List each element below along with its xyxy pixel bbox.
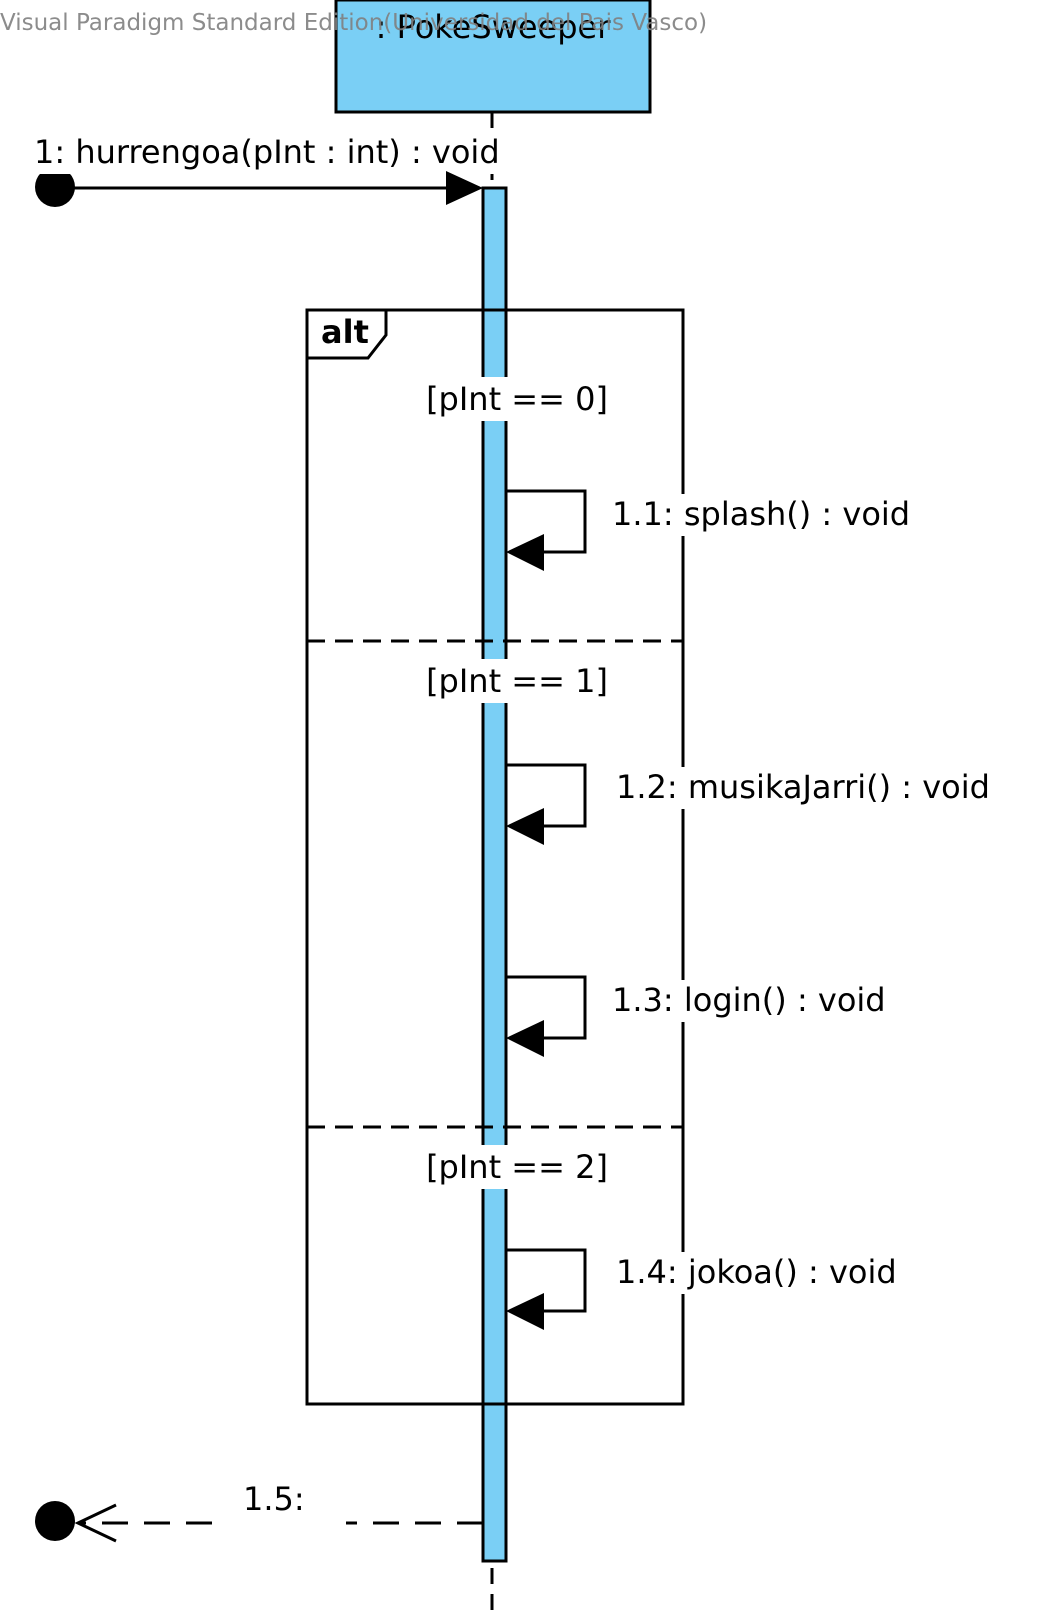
self-message-1-4[interactable]: 1.4: jokoa() : void bbox=[506, 1248, 922, 1330]
self-message-label: 1.1: splash() : void bbox=[612, 495, 910, 533]
guard-bg-0 bbox=[420, 377, 614, 421]
found-message-label: 1: hurrengoa(pInt : int) : void bbox=[34, 133, 500, 171]
activation-bar[interactable] bbox=[481, 186, 508, 1563]
self-message-1-3[interactable]: 1.3: login() : void bbox=[506, 975, 908, 1057]
filled-arrowhead-icon bbox=[506, 808, 544, 845]
watermark-text: Visual Paradigm Standard Edition(Univers… bbox=[0, 10, 707, 36]
guard-label-2: [pInt == 2] bbox=[426, 1148, 608, 1186]
self-message-label-bg bbox=[608, 980, 908, 1022]
filled-arrowhead-icon bbox=[506, 1020, 544, 1057]
guard-label-0: [pInt == 0] bbox=[426, 380, 608, 418]
found-label-bg bbox=[30, 128, 520, 174]
guard-label-1: [pInt == 1] bbox=[426, 662, 608, 700]
self-message-label: 1.2: musikaJarri() : void bbox=[616, 768, 990, 806]
self-message-label: 1.4: jokoa() : void bbox=[616, 1253, 897, 1291]
lifeline-head-box[interactable] bbox=[334, 0, 652, 114]
guard-bg-2 bbox=[420, 1145, 614, 1189]
return-message-label: 1.5: bbox=[243, 1480, 305, 1518]
self-message-path bbox=[506, 1248, 587, 1313]
open-arrowhead-icon bbox=[74, 1503, 117, 1543]
found-message[interactable]: 1: hurrengoa(pInt : int) : void bbox=[30, 128, 520, 207]
self-message-1-1[interactable]: 1.1: splash() : void bbox=[506, 489, 928, 571]
found-message-start-dot bbox=[35, 167, 75, 207]
alt-operator-label: alt bbox=[321, 313, 369, 351]
self-message-1-2[interactable]: 1.2: musikaJarri() : void bbox=[506, 763, 1012, 845]
lifeline-name: : PokeSweeper bbox=[376, 8, 612, 46]
alt-fragment[interactable]: alt [pInt == 0] [pInt == 1] [pInt == 2] bbox=[305, 308, 685, 1406]
alt-fragment-frame bbox=[305, 308, 685, 1406]
self-message-label: 1.3: login() : void bbox=[612, 981, 886, 1019]
self-message-path bbox=[506, 975, 587, 1040]
self-message-label-bg bbox=[608, 494, 928, 536]
filled-arrowhead-icon bbox=[506, 534, 544, 571]
return-message-end-dot bbox=[35, 1501, 75, 1541]
self-message-label-bg bbox=[612, 1252, 922, 1294]
alt-operator-tab bbox=[305, 308, 388, 360]
filled-arrowhead-icon bbox=[506, 1293, 544, 1330]
self-message-path bbox=[506, 489, 587, 554]
filled-arrowhead-icon bbox=[446, 171, 483, 205]
return-message[interactable]: 1.5: bbox=[35, 1480, 483, 1543]
lifeline-pokesweeper[interactable]: : PokeSweeper bbox=[334, 0, 652, 1614]
guard-bg-1 bbox=[420, 659, 614, 703]
self-message-label-bg bbox=[612, 767, 1012, 809]
self-message-path bbox=[506, 763, 587, 828]
